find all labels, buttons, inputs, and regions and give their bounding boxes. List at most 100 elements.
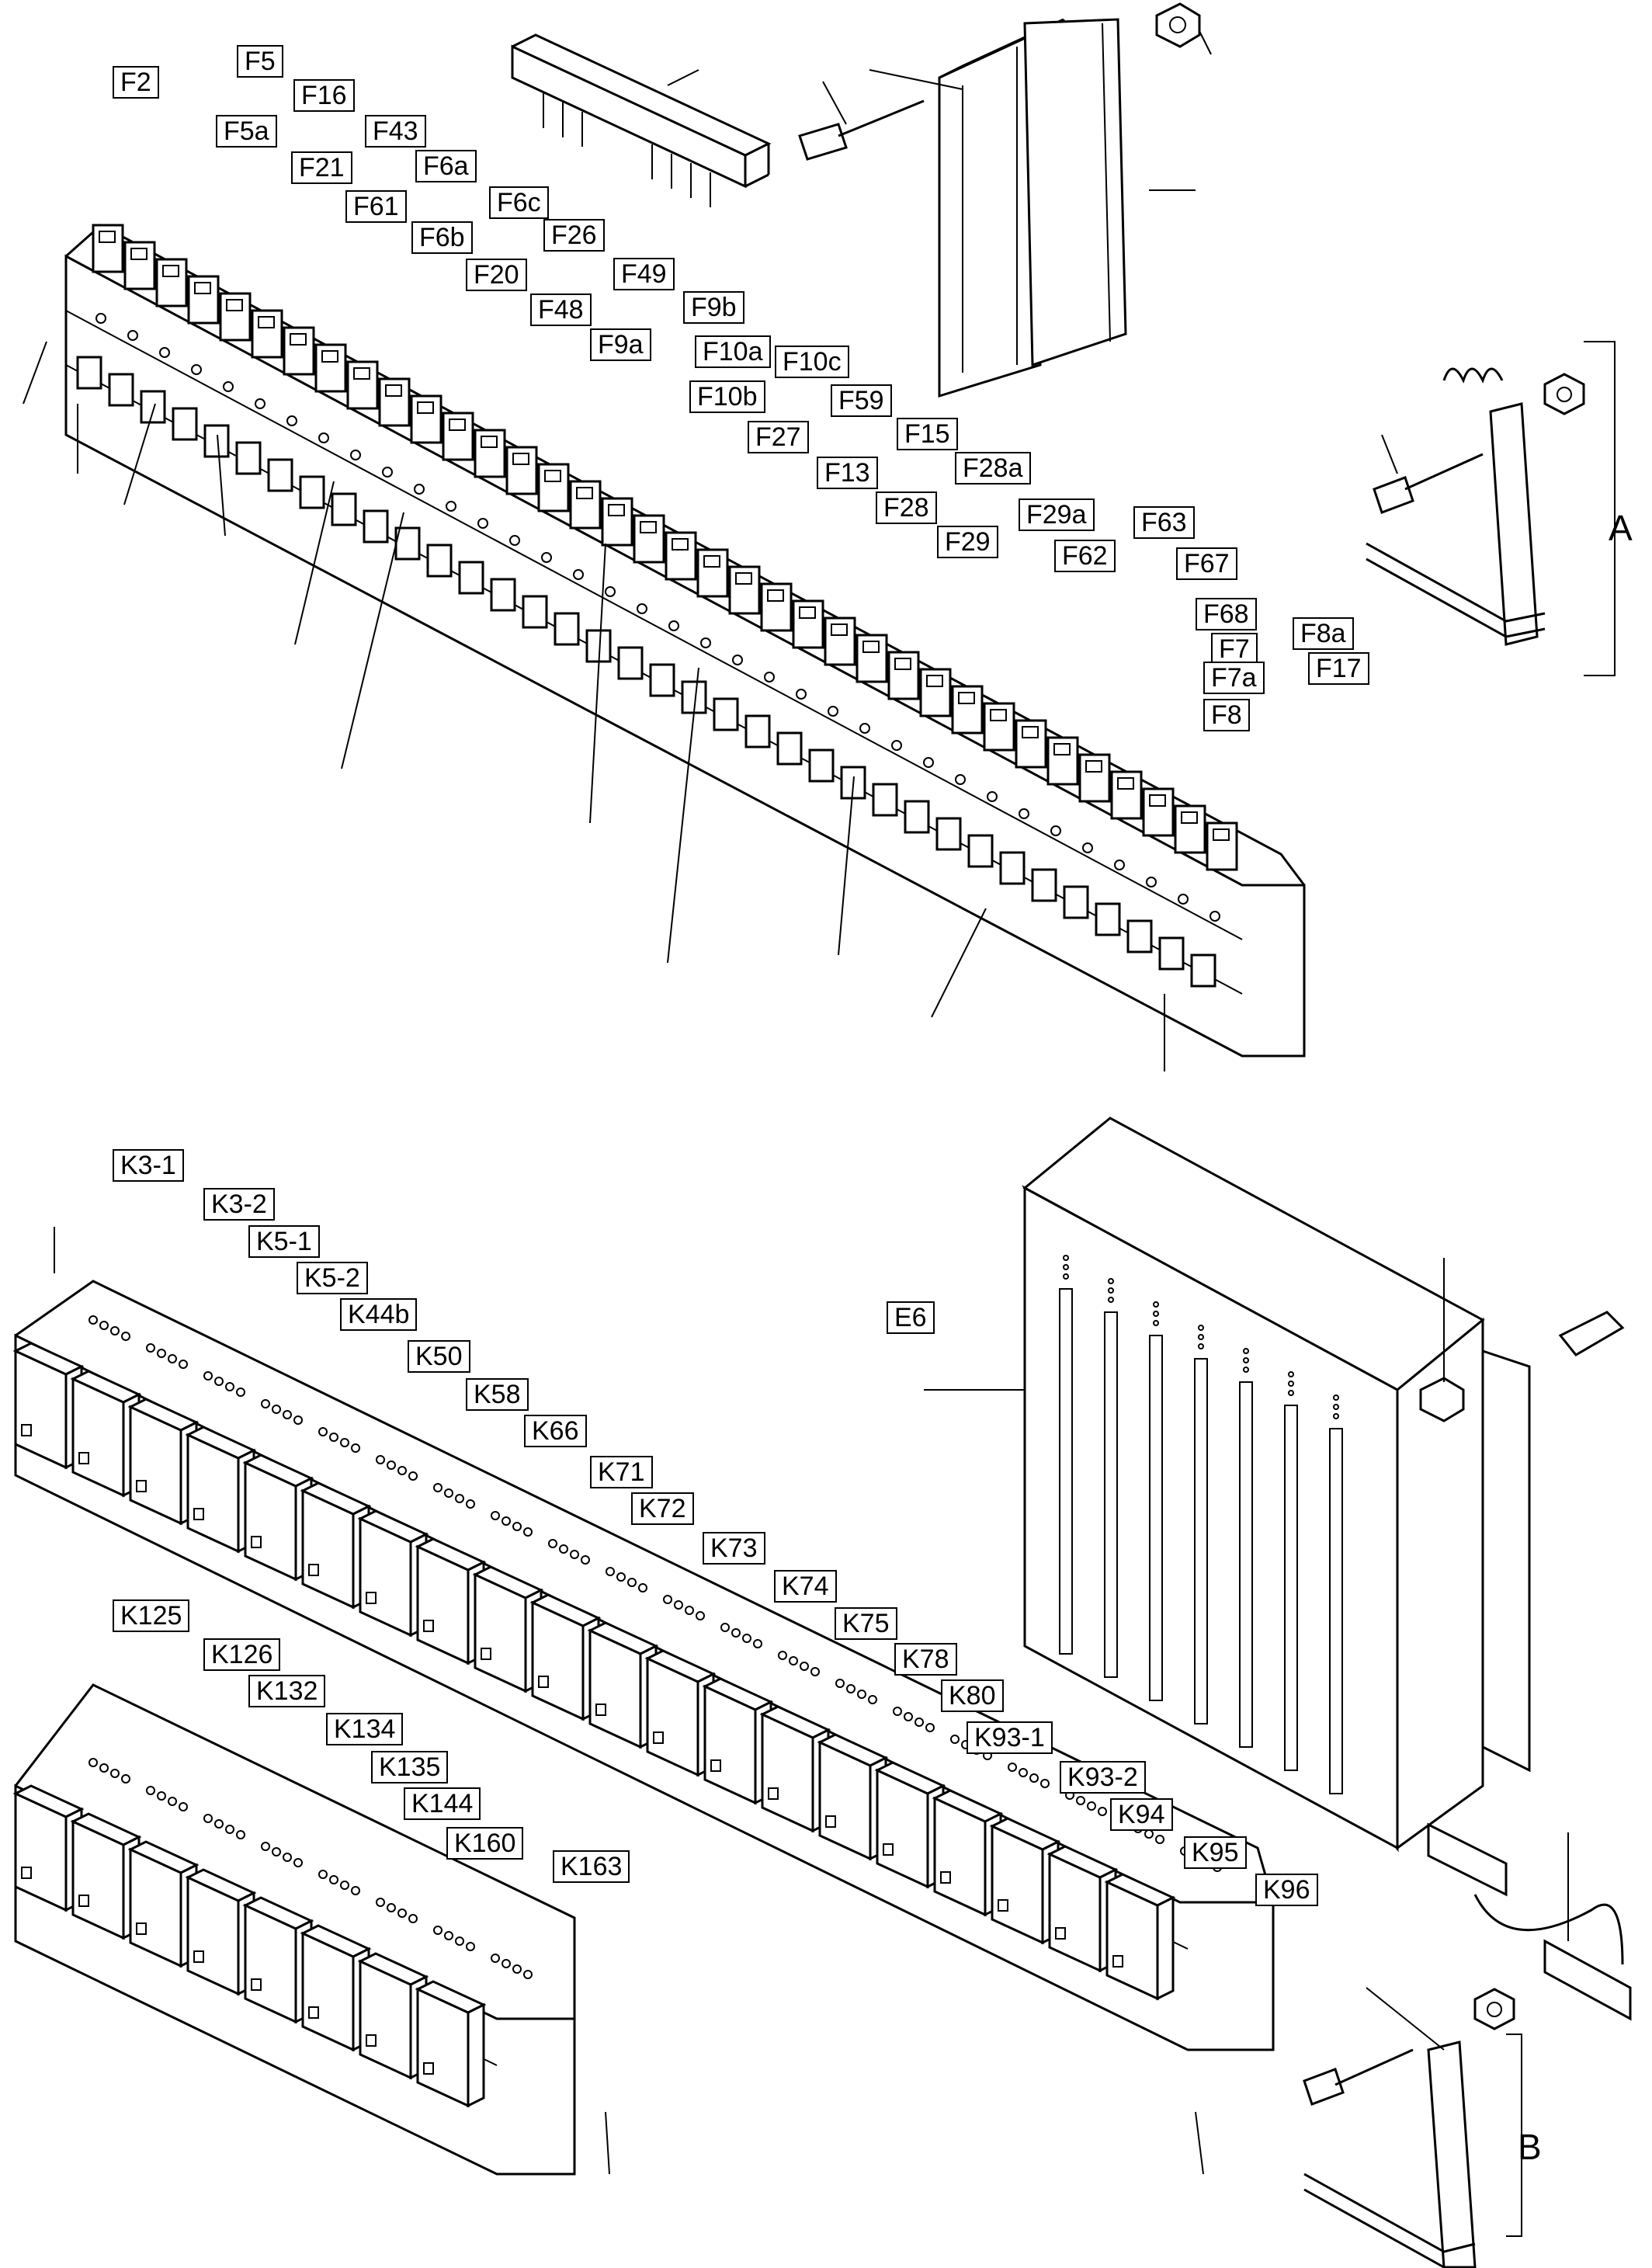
fuse-module bbox=[363, 377, 411, 544]
fuse-module bbox=[394, 394, 442, 561]
fuse-label: F16 bbox=[293, 79, 355, 112]
fuse-module bbox=[490, 446, 538, 612]
e6-slot bbox=[1104, 1311, 1118, 1678]
fuse-label: F59 bbox=[831, 384, 892, 417]
fuse-module bbox=[1158, 804, 1206, 971]
fuse-label: F8 bbox=[1203, 699, 1250, 731]
detail-a-bracket bbox=[1366, 341, 1616, 676]
relay-label: K94 bbox=[1110, 1798, 1173, 1831]
relay-label: K93-2 bbox=[1060, 1761, 1146, 1794]
fuse-module bbox=[808, 616, 856, 783]
relay-label: K71 bbox=[590, 1456, 653, 1488]
relay-label: K75 bbox=[835, 1607, 897, 1640]
fuse-label: F49 bbox=[613, 258, 675, 290]
fuse-label: F61 bbox=[345, 190, 407, 223]
relay-label: K74 bbox=[774, 1570, 837, 1603]
fuse-module bbox=[1190, 821, 1238, 988]
fuse-label: F15 bbox=[897, 418, 958, 450]
din-rail-assembly bbox=[798, 2, 1212, 398]
fuse-label: F48 bbox=[530, 293, 592, 326]
fuse-label: F21 bbox=[291, 151, 352, 184]
fuse-module bbox=[967, 702, 1015, 868]
relay-label: K163 bbox=[553, 1850, 630, 1883]
relay-label: K72 bbox=[631, 1492, 694, 1525]
relay-module bbox=[127, 1814, 245, 1968]
fuse-label: F29a bbox=[1019, 498, 1095, 531]
relay-label: K58 bbox=[466, 1378, 529, 1411]
relay-label: K96 bbox=[1255, 1874, 1318, 1906]
e6-slot bbox=[1239, 1381, 1253, 1748]
fuse-module bbox=[713, 565, 761, 731]
fuse-module bbox=[617, 514, 665, 680]
relay-label: K73 bbox=[703, 1532, 765, 1565]
fuse-label: F9b bbox=[683, 291, 744, 324]
fuse-label: F13 bbox=[817, 457, 878, 489]
relay-label: K78 bbox=[894, 1643, 957, 1676]
cable-connector bbox=[1427, 1822, 1632, 2021]
relay-label: K44b bbox=[340, 1298, 418, 1331]
fuse-label: F8a bbox=[1293, 617, 1354, 650]
fuse-label: F26 bbox=[543, 219, 605, 252]
fuse-label: F63 bbox=[1133, 506, 1195, 539]
fuse-module bbox=[235, 309, 283, 475]
relay-row-lower bbox=[12, 1683, 576, 2176]
fuse-module bbox=[267, 326, 315, 492]
relay-label: K5-1 bbox=[248, 1225, 320, 1258]
relay-label: K132 bbox=[248, 1675, 326, 1707]
relay-label: K160 bbox=[446, 1827, 524, 1860]
fuse-module bbox=[935, 685, 984, 851]
fuse-label: F6b bbox=[411, 221, 473, 254]
fuse-label: F43 bbox=[365, 115, 426, 148]
fuse-module bbox=[140, 258, 188, 424]
e6-slot bbox=[1329, 1428, 1343, 1794]
e6-slot bbox=[1149, 1335, 1163, 1701]
fuse-label: F10c bbox=[775, 346, 849, 378]
fuse-module bbox=[203, 292, 252, 458]
fuse-module bbox=[649, 531, 697, 697]
fuse-module bbox=[776, 599, 824, 766]
leader-lines bbox=[23, 341, 1204, 2175]
fuse-module bbox=[426, 412, 474, 578]
e6-slot bbox=[1059, 1288, 1073, 1655]
fuse-module bbox=[299, 343, 347, 509]
detail-b-label: B bbox=[1518, 2127, 1542, 2167]
fuse-module bbox=[458, 429, 506, 595]
relay-label: K80 bbox=[941, 1679, 1004, 1712]
relay-label: K93-1 bbox=[967, 1721, 1053, 1754]
detail-b-bracket bbox=[1303, 1987, 1522, 2268]
relay-label: K144 bbox=[404, 1787, 481, 1820]
fuse-label: F67 bbox=[1176, 547, 1237, 580]
fuse-module bbox=[1095, 770, 1143, 936]
relay-label: K5-2 bbox=[297, 1262, 368, 1294]
fuse-label: F28a bbox=[955, 452, 1031, 485]
fuse-label: F10b bbox=[689, 380, 765, 413]
fuse-module bbox=[840, 634, 888, 800]
relay-label: K50 bbox=[408, 1340, 470, 1373]
fuse-label: F28 bbox=[876, 491, 937, 524]
fuse-label: F6a bbox=[415, 150, 477, 182]
fuse-module bbox=[744, 582, 793, 748]
relay-label: K134 bbox=[326, 1713, 404, 1745]
relay-label: K125 bbox=[113, 1599, 190, 1632]
fuse-module bbox=[1126, 787, 1175, 953]
fuse-label: F29 bbox=[937, 526, 998, 558]
fuse-label: F17 bbox=[1308, 652, 1369, 685]
fuse-module bbox=[331, 360, 379, 526]
detail-a-label: A bbox=[1609, 508, 1633, 548]
relay-label: K3-2 bbox=[203, 1188, 275, 1221]
fuse-module bbox=[1031, 736, 1079, 902]
fuse-module bbox=[999, 719, 1047, 885]
fuse-module bbox=[585, 497, 633, 663]
fuse-label: F20 bbox=[466, 259, 527, 291]
fuse-module bbox=[1063, 753, 1111, 919]
relay-module bbox=[1104, 1846, 1222, 2001]
fuse-label: F7 bbox=[1211, 633, 1258, 665]
fuse-module bbox=[554, 480, 602, 646]
fuse-label: F5 bbox=[237, 45, 283, 78]
fuse-label: F6c bbox=[489, 186, 549, 219]
fuse-module bbox=[904, 668, 952, 834]
fuse-label: F7a bbox=[1203, 662, 1265, 694]
fuse-module bbox=[522, 463, 570, 629]
e6-label: E6 bbox=[887, 1301, 935, 1334]
